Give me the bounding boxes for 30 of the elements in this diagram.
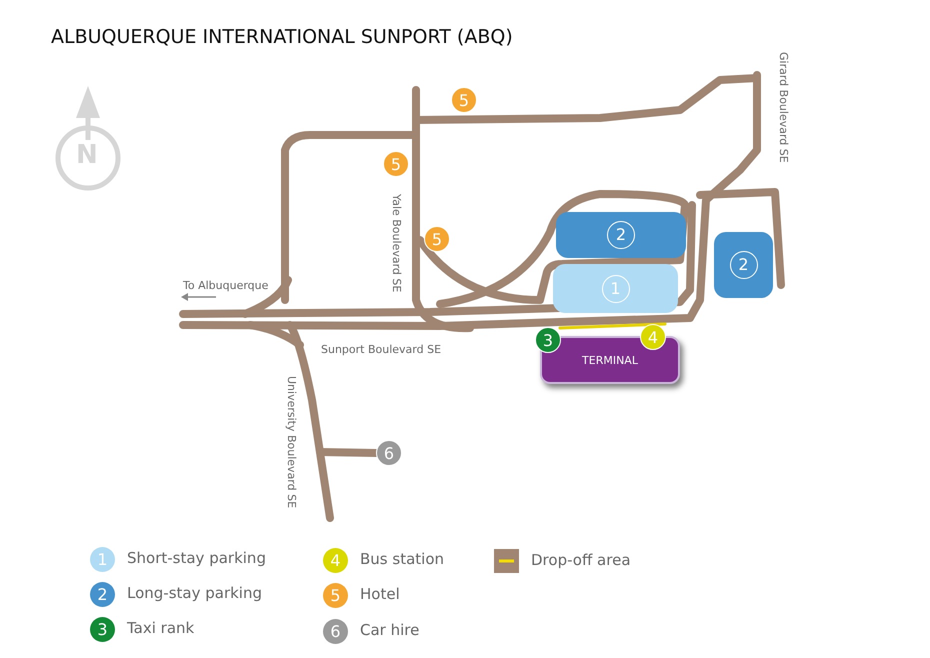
hotel-marker: 5 xyxy=(424,226,450,252)
legend-label: Taxi rank xyxy=(127,619,194,637)
parking-number: 1 xyxy=(602,274,630,302)
car-hire-marker: 6 xyxy=(376,440,402,466)
legend-swatch: 1 xyxy=(90,547,115,572)
taxi-rank-marker: 3 xyxy=(535,327,561,353)
hotel-marker: 5 xyxy=(451,87,477,113)
legend-label: Car hire xyxy=(360,621,420,639)
parking-area xyxy=(553,264,678,313)
hotel-marker: 5 xyxy=(383,151,409,177)
destination-label: To Albuquerque xyxy=(183,279,268,292)
road-name: Girard Boulevard SE xyxy=(777,52,790,163)
parking-area xyxy=(714,232,773,298)
legend-label: Hotel xyxy=(360,585,400,603)
parking-number: 2 xyxy=(607,221,635,249)
legend-swatch: 3 xyxy=(90,617,115,642)
road-name: Sunport Boulevard SE xyxy=(321,343,442,356)
legend-label: Short-stay parking xyxy=(127,549,266,567)
parking-area xyxy=(556,212,686,258)
parking-number: 2 xyxy=(730,251,758,279)
map-title: ALBUQUERQUE INTERNATIONAL SUNPORT (ABQ) xyxy=(51,26,513,48)
legend-label: Drop-off area xyxy=(531,551,631,569)
legend-label: Long-stay parking xyxy=(127,584,262,602)
legend-label: Bus station xyxy=(360,550,444,568)
road-name: University Boulevard SE xyxy=(285,376,298,508)
road-name: Yale Boulevard SE xyxy=(390,194,403,292)
legend-swatch: 6 xyxy=(323,619,348,644)
legend-swatch: 4 xyxy=(323,548,348,573)
legend-swatch: 2 xyxy=(90,582,115,607)
legend-swatch: 5 xyxy=(323,583,348,608)
